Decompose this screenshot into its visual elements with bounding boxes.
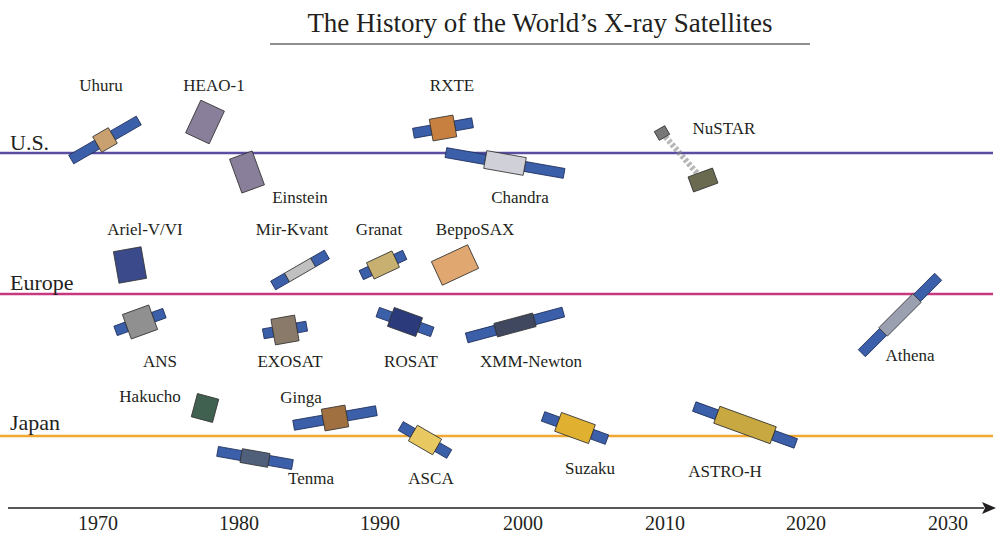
chart-title: The History of the World’s X-ray Satelli… — [307, 8, 772, 39]
satellite-icon — [858, 273, 943, 358]
satellite-body — [230, 151, 265, 193]
satellite-name: ASTRO-H — [688, 462, 762, 482]
satellite-name: Hakucho — [119, 387, 180, 407]
satellite-body — [285, 258, 316, 282]
solar-panel — [346, 406, 377, 421]
satellite-icon — [431, 245, 478, 285]
satellite-icon — [67, 113, 144, 168]
satellite-name: Einstein — [272, 188, 328, 208]
satellite-icon — [261, 313, 309, 346]
satellite-name: EXOSAT — [257, 352, 322, 372]
satellite-icon — [444, 144, 565, 183]
solar-panel — [69, 140, 100, 164]
japan-track — [0, 435, 993, 438]
satellite-icon — [357, 247, 408, 284]
solar-panel — [465, 325, 497, 342]
satellite-icon — [465, 305, 565, 344]
satellite-name: ROSAT — [384, 352, 438, 372]
year-tick: 1970 — [78, 512, 118, 535]
satellite-body — [879, 294, 921, 336]
satellite-body — [484, 151, 527, 176]
satellite-name: Suzaku — [565, 459, 615, 479]
satellite-name: Granat — [356, 220, 402, 240]
satellite-name: RXTE — [430, 76, 474, 96]
satellite-body — [367, 251, 400, 279]
satellite-name: XMM-Newton — [480, 352, 582, 372]
year-tick: 2020 — [786, 512, 826, 535]
satellite-body — [387, 307, 422, 336]
solar-panel — [110, 116, 141, 140]
solar-panel — [524, 162, 565, 179]
year-tick: 2030 — [928, 512, 968, 535]
satellite-icon — [396, 418, 453, 462]
satellite-name: Ginga — [280, 388, 322, 408]
year-tick: 2010 — [645, 512, 685, 535]
region-label: Europe — [10, 270, 74, 295]
satellite-icons — [67, 100, 943, 471]
solar-panel — [454, 118, 473, 131]
satellite-body — [714, 406, 777, 443]
solar-panel — [413, 125, 432, 138]
solar-panel — [913, 273, 941, 301]
satellite-name: Ariel-V/VI — [107, 220, 183, 240]
solar-panel — [268, 456, 293, 470]
satellite-body — [186, 100, 225, 144]
satellite-icon — [191, 394, 218, 423]
satellite-body — [654, 126, 669, 141]
satellite-icon — [691, 398, 799, 452]
solar-panel — [445, 148, 486, 165]
satellite-name: Mir-Kvant — [256, 220, 328, 240]
year-tick: 2000 — [503, 512, 543, 535]
satellite-body — [555, 412, 596, 443]
satellite-icon — [186, 100, 225, 144]
satellite-body — [321, 405, 348, 431]
satellite-name: BeppoSAX — [436, 220, 514, 240]
satellite-icon — [111, 301, 169, 343]
solar-panel — [533, 307, 565, 324]
satellite-body — [271, 315, 299, 345]
nustar-boom — [662, 133, 703, 180]
region-label: Japan — [10, 410, 60, 435]
axis-arrowhead — [982, 502, 996, 514]
region-label: U.S. — [10, 130, 49, 155]
satellite-name: Chandra — [491, 188, 549, 208]
satellite-name: Uhuru — [79, 76, 122, 96]
satellite-body — [688, 168, 718, 192]
satellite-name: Athena — [885, 346, 934, 366]
title-underline — [270, 43, 810, 44]
satellite-body — [122, 305, 157, 339]
satellite-icon — [688, 168, 718, 192]
satellite-body — [429, 115, 456, 141]
satellite-icon — [271, 250, 330, 290]
satellite-body — [93, 128, 118, 153]
satellite-icon — [540, 407, 611, 449]
satellite-body — [113, 247, 146, 283]
satellite-name: ASCA — [408, 469, 453, 489]
solar-panel — [771, 431, 797, 449]
satellite-name: ANS — [143, 352, 177, 372]
satellite-body — [494, 313, 536, 337]
solar-panel — [858, 328, 886, 356]
satellite-icon — [216, 445, 293, 472]
satellite-name: NuSTAR — [693, 119, 756, 139]
time-axis — [8, 507, 984, 509]
solar-panel — [293, 415, 324, 430]
satellite-icon — [374, 303, 435, 342]
solar-panel — [217, 446, 242, 460]
satellite-icon — [113, 247, 146, 283]
satellite-icon — [654, 126, 669, 141]
satellite-icon — [230, 151, 265, 193]
satellite-icon — [412, 112, 475, 144]
satellite-body — [240, 449, 270, 468]
satellite-body — [191, 394, 218, 423]
year-tick: 1980 — [219, 512, 259, 535]
satellite-body — [408, 425, 441, 455]
year-tick: 1990 — [360, 512, 400, 535]
satellite-name: HEAO-1 — [183, 76, 244, 96]
satellite-name: Tenma — [288, 469, 334, 489]
solar-panel — [693, 402, 719, 420]
satellite-body — [431, 245, 478, 285]
europe-track — [0, 293, 993, 296]
